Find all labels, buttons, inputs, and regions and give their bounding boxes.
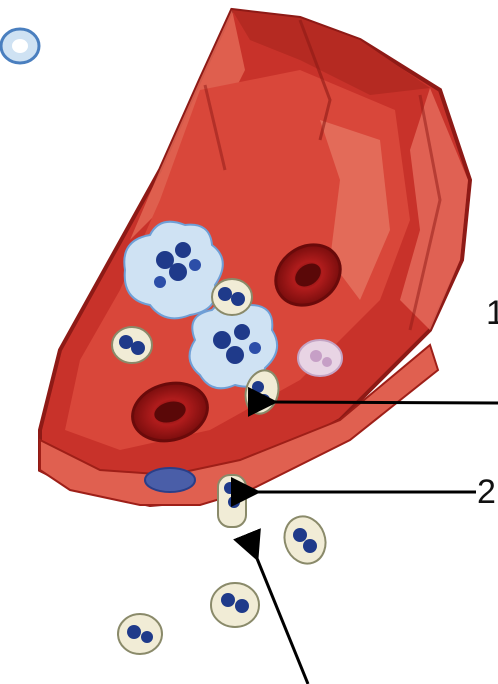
endothelial-nucleus xyxy=(145,468,195,492)
leukocyte-1 xyxy=(112,327,152,363)
label-2: 2 xyxy=(477,475,496,509)
leukocyte-outside-1 xyxy=(278,511,332,570)
small-cell-top-left xyxy=(1,29,39,63)
leader-line-bottom xyxy=(256,556,308,684)
blood-vessel xyxy=(40,10,470,505)
pale-cell xyxy=(298,340,342,376)
leukocyte-2 xyxy=(212,279,252,315)
leukocyte-outside-3 xyxy=(118,614,162,654)
leader-line-upper xyxy=(272,402,498,403)
leukocyte-outside-2 xyxy=(211,583,259,627)
label-1: 1 xyxy=(486,296,498,330)
leukocyte-diapedesis xyxy=(218,475,246,527)
